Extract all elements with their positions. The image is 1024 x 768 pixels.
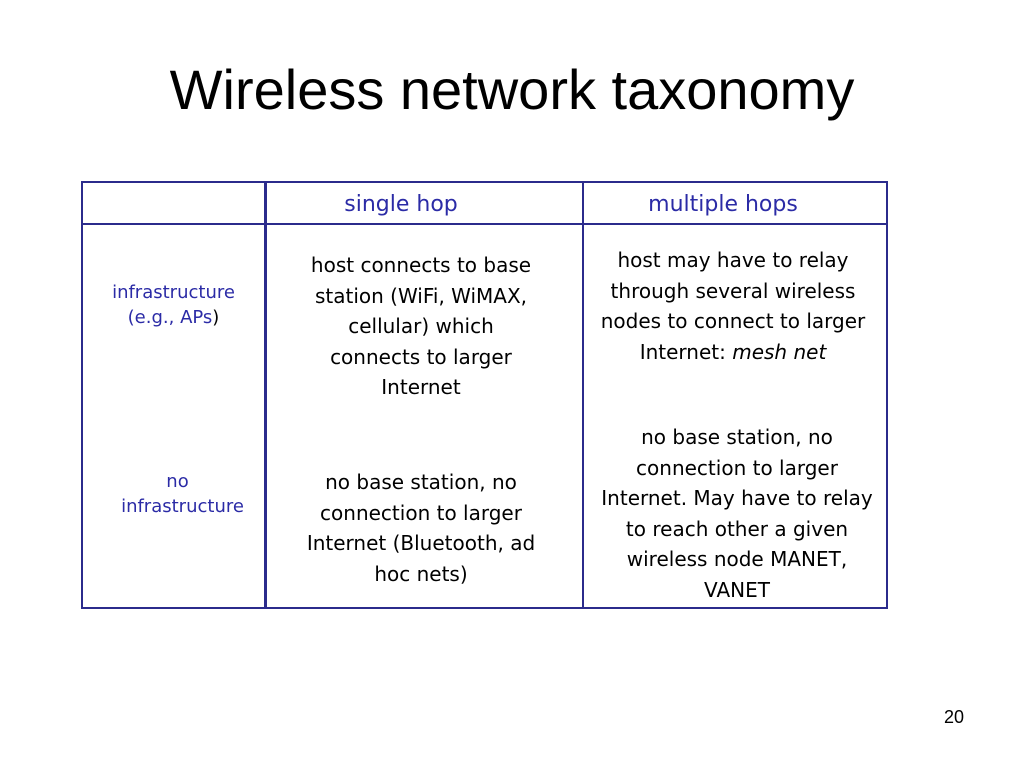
slide-title: Wireless network taxonomy	[169, 58, 855, 121]
row-label-no-infrastructure-line2: infrastructure	[121, 496, 244, 517]
header-divider	[81, 223, 888, 225]
hop-column-divider	[582, 181, 584, 609]
row-label-infrastructure-example: (e.g., APs	[127, 307, 213, 328]
cell-no-infrastructure-single-hop: no base station, no connection to larger…	[306, 470, 536, 586]
cell-infrastructure-multiple-hops: host may have to relay through several w…	[598, 245, 868, 367]
row-label-infrastructure-paren: )	[212, 307, 220, 328]
row-label-infrastructure: infrastructure (e.g., APs)	[83, 280, 264, 330]
header-single-hop: single hop	[344, 192, 458, 217]
header-multiple-hops: multiple hops	[648, 192, 798, 217]
cell-infrastructure-multiple-hops-text: host may have to relay through several w…	[600, 248, 866, 364]
row-label-no-infrastructure: no infrastructure	[92, 469, 273, 519]
table-border-right	[886, 181, 888, 609]
label-column-divider	[264, 181, 267, 609]
row-label-infrastructure-line1: infrastructure	[112, 282, 235, 303]
slide-number: 20	[943, 707, 964, 727]
row-label-no-infrastructure-line1: no	[166, 471, 189, 492]
row-label-infrastructure-line2: (e.g., APs)	[83, 305, 264, 330]
cell-no-infrastructure-multiple-hops: no base station, no connection to larger…	[601, 425, 873, 602]
table-border-left	[81, 181, 83, 609]
table-border-bottom	[81, 607, 888, 609]
cell-infrastructure-multiple-hops-emphasis: mesh net	[732, 339, 827, 364]
cell-infrastructure-single-hop: host connects to base station (WiFi, WiM…	[310, 253, 532, 399]
table-border-top	[81, 181, 888, 183]
